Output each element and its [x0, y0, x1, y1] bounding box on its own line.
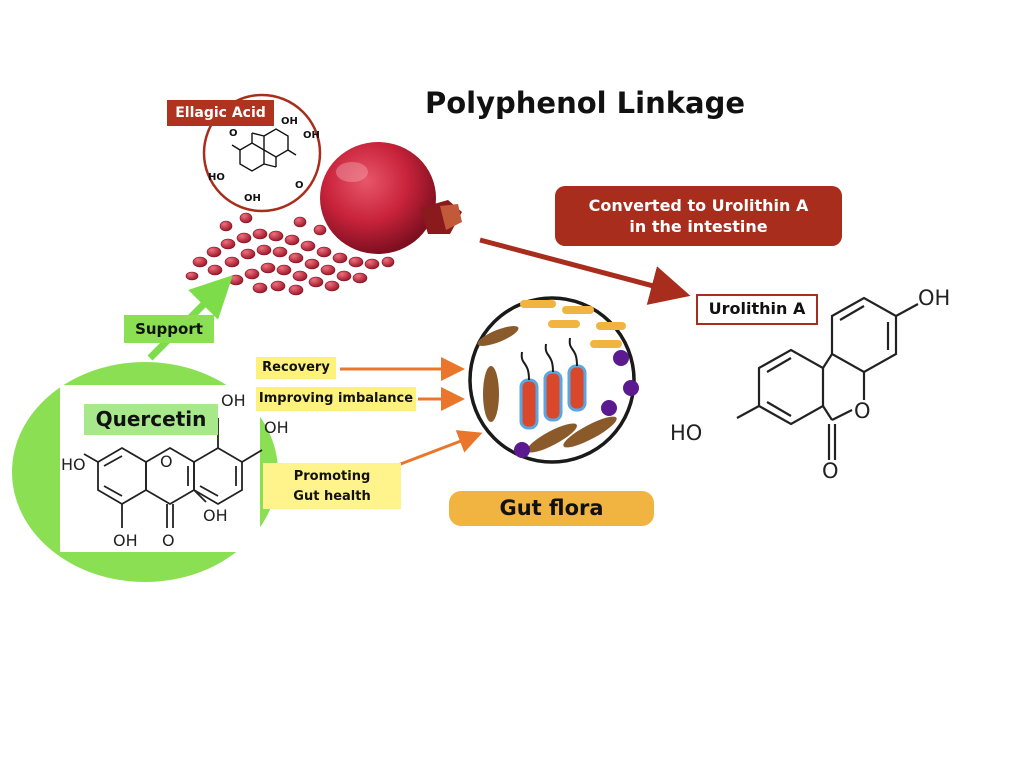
promoting-label-line1: Promoting: [293, 469, 371, 484]
ellagic-oh-3: OH: [244, 193, 261, 204]
quercetin-carbonyl-o: O: [162, 531, 175, 550]
quercetin-atom-labels: OH OH HO O OH OH O: [61, 391, 289, 550]
urolithin-a-structure: [736, 296, 919, 460]
urolithin-atom-labels: OH HO O O: [670, 286, 950, 483]
urolithin-carbonyl-o: O: [822, 459, 839, 483]
converted-label-line1: Converted to Urolithin A: [588, 196, 809, 215]
quercetin-ring-o: O: [160, 452, 173, 471]
quercetin-ho-left: HO: [61, 455, 86, 474]
urolithin-ring-o: O: [854, 399, 871, 423]
improving-imbalance-label: Improving imbalance: [256, 387, 416, 411]
quercetin-oh-right: OH: [264, 418, 289, 437]
urolithin-oh: OH: [918, 286, 950, 310]
quercetin-oh-top: OH: [221, 391, 246, 410]
ellagic-o-1: O: [229, 128, 238, 139]
page-title: Polyphenol Linkage: [424, 86, 746, 120]
converted-arrow: [479, 237, 691, 305]
converted-label: Converted to Urolithin A in the intestin…: [555, 186, 842, 246]
gut-flora-circle: [468, 296, 639, 464]
quercetin-oh-5: OH: [113, 531, 138, 550]
quercetin-structure: [83, 418, 263, 528]
ellagic-o-2: O: [295, 180, 304, 191]
ellagic-ho-1: HO: [208, 172, 225, 183]
quercetin-oh-3: OH: [203, 506, 228, 525]
promoting-arrow: [397, 430, 483, 467]
converted-label-line2: in the intestine: [629, 217, 768, 236]
pomegranate-seeds-image: [185, 212, 395, 296]
pomegranate-image: [320, 142, 462, 254]
recovery-label: Recovery: [256, 357, 336, 379]
support-label: Support: [124, 315, 214, 343]
ellagic-acid-structure: [231, 128, 297, 172]
promoting-gut-health-label: Promoting Gut health: [263, 463, 401, 509]
quercetin-label: Quercetin: [84, 404, 218, 435]
ellagic-acid-label: Ellagic Acid: [167, 100, 274, 126]
promoting-label-line2: Gut health: [293, 489, 371, 504]
ellagic-oh-2: OH: [303, 130, 320, 141]
urolithin-ho: HO: [670, 421, 702, 445]
ellagic-atom-labels: O OH OH HO OH O: [208, 116, 320, 204]
gut-flora-label: Gut flora: [449, 491, 654, 526]
ellagic-oh-1: OH: [281, 116, 298, 127]
urolithin-a-label: Urolithin A: [696, 294, 818, 325]
